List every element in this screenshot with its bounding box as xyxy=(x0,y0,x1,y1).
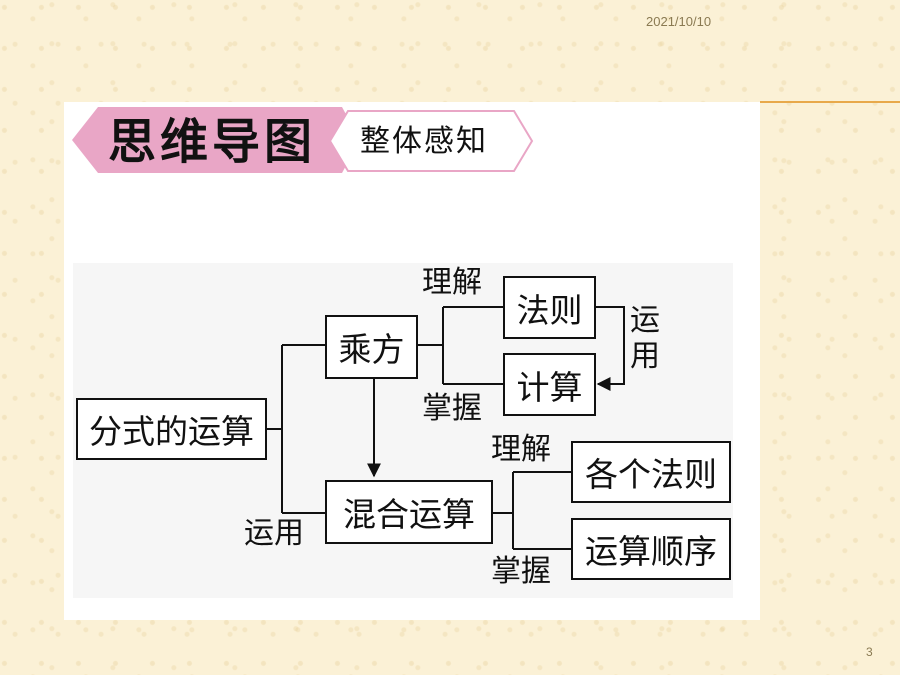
node-each-rule: 各个法则 xyxy=(571,441,731,503)
label-understand-1: 理解 xyxy=(422,265,482,300)
banner-subtitle: 整体感知 xyxy=(360,124,488,159)
page-number: 3 xyxy=(866,645,873,659)
banner-title-ribbon xyxy=(72,107,360,173)
slide-date: 2021/10/10 xyxy=(646,14,712,29)
label-apply-right: 运用 xyxy=(630,303,660,374)
node-compute: 计算 xyxy=(503,353,596,416)
node-mixed: 混合运算 xyxy=(325,480,493,544)
node-power: 乘方 xyxy=(325,315,418,379)
node-rule: 法则 xyxy=(503,276,596,339)
node-root: 分式的运算 xyxy=(76,398,267,460)
header-rule xyxy=(760,101,900,103)
label-apply-left: 运用 xyxy=(244,516,304,551)
label-understand-2: 理解 xyxy=(491,432,551,467)
banner-subtitle-ribbon xyxy=(328,110,534,172)
banner-title: 思维导图 xyxy=(108,114,317,170)
label-master-2: 掌握 xyxy=(491,554,551,589)
node-order: 运算顺序 xyxy=(571,518,731,580)
label-master-1: 掌握 xyxy=(422,391,482,426)
connector-rule-to-compute xyxy=(596,306,625,391)
